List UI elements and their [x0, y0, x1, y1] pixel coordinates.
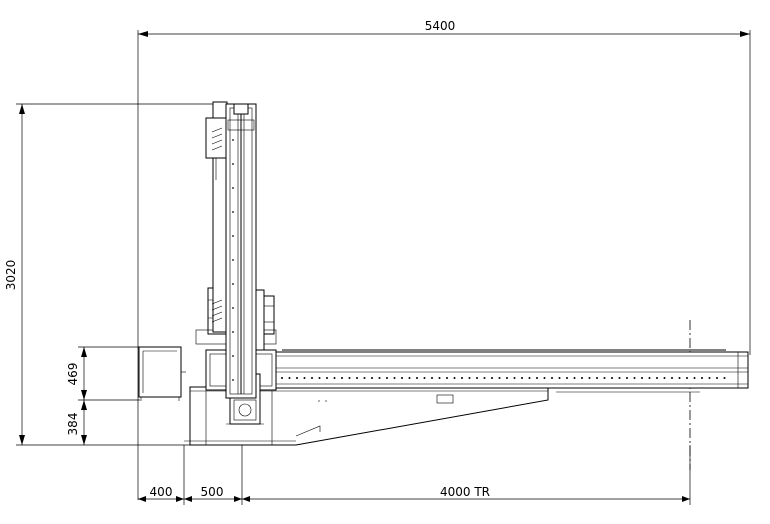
column-bolt: [232, 139, 234, 141]
rail-bolt: [311, 377, 313, 379]
hatch-line: [211, 305, 223, 311]
rail-bolt: [468, 377, 471, 379]
rail-bolt: [618, 377, 621, 379]
column-bolt: [232, 187, 234, 189]
rail-bolt: [348, 377, 351, 379]
rail-bolt: [453, 377, 456, 379]
rail-bolt: [723, 377, 726, 379]
label-column-width: 500: [201, 485, 224, 499]
rail-bolt: [333, 377, 336, 379]
column-bolt: [232, 259, 234, 261]
rail-bolt: [603, 377, 606, 379]
rail-beam: [269, 349, 749, 393]
rail-bolt: [596, 377, 598, 379]
hatch-line: [211, 145, 223, 151]
rail-bolt: [693, 377, 696, 379]
rail-bolt: [378, 377, 381, 379]
rail-bolt: [536, 377, 538, 379]
rail-bolt: [446, 377, 448, 379]
rail-bolt: [296, 377, 298, 379]
label-overall-height: 3020: [4, 260, 18, 291]
rail-bolt: [581, 377, 583, 379]
rail-bolt: [371, 377, 373, 379]
rail-bolt: [288, 377, 291, 379]
column-bolt: [232, 211, 234, 213]
rail-bolt: [386, 377, 388, 379]
rail-bolt: [663, 377, 666, 379]
main-column: [225, 103, 257, 399]
rail-bolt: [648, 377, 651, 379]
rail-bolt: [641, 377, 643, 379]
column-bolt: [232, 379, 234, 381]
rail-bolt: [671, 377, 673, 379]
rail-bolt: [716, 377, 718, 379]
rail-bolt: [686, 377, 688, 379]
rail-bolt: [431, 377, 433, 379]
hatch-line: [211, 133, 223, 139]
rail-bolt: [528, 377, 531, 379]
rail-bolt: [363, 377, 366, 379]
rail-bolt: [318, 377, 321, 379]
column-bolt: [232, 307, 234, 309]
rail-bolt: [558, 377, 561, 379]
rail-bolt: [491, 377, 493, 379]
dim-bottom-chain: 400 500 4000 TR: [138, 360, 691, 505]
rail-bolt: [401, 377, 403, 379]
rail-bolt: [476, 377, 478, 379]
rail-bolt: [341, 377, 343, 379]
hatch-line: [211, 317, 223, 323]
hatch-line: [211, 139, 223, 145]
rail-bolt: [678, 377, 681, 379]
dim-overall-height: 3020: [4, 103, 222, 446]
electrical-cabinet: [138, 346, 186, 401]
column-bolt: [232, 283, 234, 285]
column-bolt: [232, 235, 234, 237]
rail-bolt: [588, 377, 591, 379]
rail-bolt: [708, 377, 711, 379]
rail-bolt: [408, 377, 411, 379]
rail-bolt: [513, 377, 516, 379]
column-bolt: [232, 331, 234, 333]
dim-stack-left: 469 384: [66, 346, 140, 445]
rail-bolt: [438, 377, 441, 379]
rail-bolt: [483, 377, 486, 379]
hatch-line: [211, 299, 223, 305]
rail-bolt: [326, 377, 328, 379]
rail-bolt-row: [281, 377, 726, 379]
column-bolt-row: [232, 139, 234, 381]
label-overall-width: 5400: [425, 19, 456, 33]
label-travel: 4000 TR: [440, 485, 490, 499]
rail-bolt: [303, 377, 306, 379]
rail-bolt: [626, 377, 628, 379]
column-bolt: [232, 355, 234, 357]
rail-bolt: [551, 377, 553, 379]
rail-bolt: [573, 377, 576, 379]
label-lower-height: 384: [66, 413, 80, 436]
label-upper-height: 469: [66, 363, 80, 386]
rail-bolt: [393, 377, 396, 379]
rail-bolt: [416, 377, 418, 379]
rail-bolt: [498, 377, 501, 379]
column-bolt: [232, 163, 234, 165]
rail-bolt: [656, 377, 658, 379]
column-hatch-marks: [211, 127, 223, 323]
label-left-offset: 400: [150, 485, 173, 499]
hatch-line: [211, 127, 223, 133]
hatch-line: [211, 311, 223, 317]
rail-bolt: [566, 377, 568, 379]
rail-bolt: [506, 377, 508, 379]
rail-bolt: [701, 377, 703, 379]
rail-bolt: [633, 377, 636, 379]
rail-bolt: [423, 377, 426, 379]
dim-overall-width: 5400: [137, 19, 751, 500]
rail-bolt: [543, 377, 546, 379]
rail-bolt: [356, 377, 358, 379]
rail-bolt: [521, 377, 523, 379]
rail-bolt: [281, 377, 283, 379]
rail-bolt: [461, 377, 463, 379]
rail-bolt: [611, 377, 613, 379]
column-mount-plate: [255, 289, 265, 351]
